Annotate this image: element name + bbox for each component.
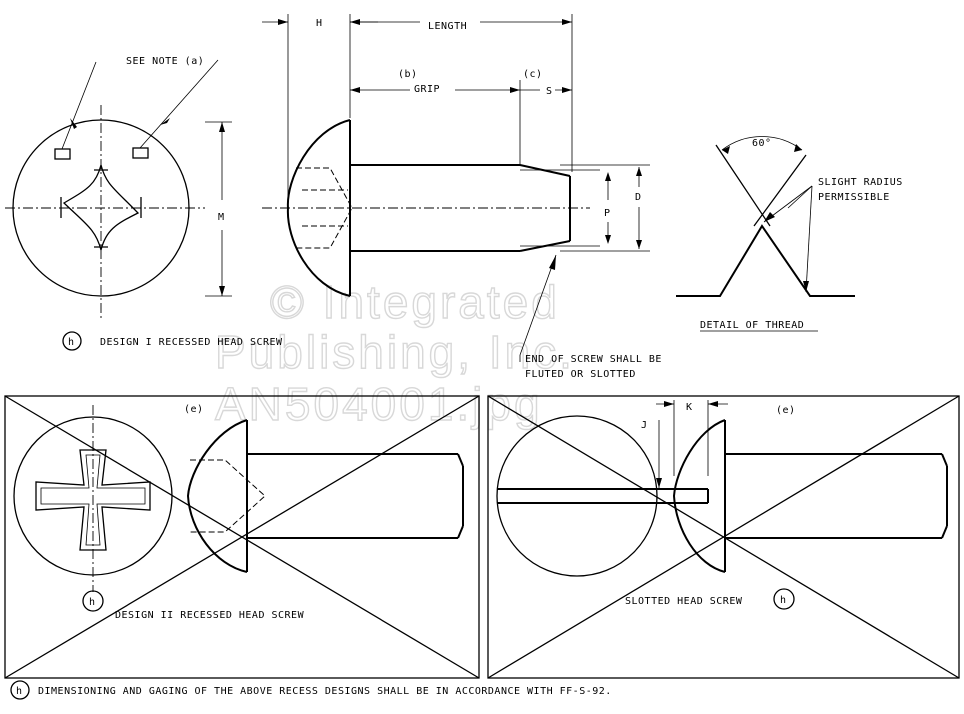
watermark: © Integrated Publishing, Inc. AN504001.j…: [214, 275, 575, 430]
slotted-label: SLOTTED HEAD SCREW: [625, 596, 743, 607]
design-i-head-view: SEE NOTE (a) M: [5, 56, 232, 320]
watermark-line-3: AN504001.jpg: [215, 378, 543, 430]
slotted-marker: (e): [776, 405, 796, 416]
design-ii-marker: (e): [184, 404, 204, 415]
thread-detail: 60° SLIGHT RADIUS PERMISSIBLE DETAIL OF …: [676, 136, 903, 332]
thread-detail-title: DETAIL OF THREAD: [700, 320, 804, 331]
design-i-note-marker: h: [68, 337, 75, 348]
thread-angle-label: 60°: [752, 138, 772, 149]
dim-s-label: S: [546, 86, 553, 97]
see-note-label: SEE NOTE (a): [126, 56, 204, 67]
dim-b-label: (b): [398, 69, 418, 80]
slotted-panel: J K (e) SLOTTED HEAD SCREW h: [487, 395, 960, 679]
footer-note: h DIMENSIONING AND GAGING OF THE ABOVE R…: [10, 680, 612, 700]
design-i-label: DESIGN I RECESSED HEAD SCREW: [100, 337, 283, 348]
dim-p-label: P: [604, 208, 611, 219]
thread-radius-line-1: SLIGHT RADIUS: [818, 177, 903, 188]
end-note-line-1: END OF SCREW SHALL BE: [525, 354, 662, 365]
dim-h-label: H: [316, 18, 323, 29]
watermark-line-2: Publishing, Inc.: [215, 326, 575, 378]
design-ii-panel: (e) h DESIGN II RECESSED HEAD SCREW: [4, 395, 480, 679]
design-ii-label: DESIGN II RECESSED HEAD SCREW: [115, 610, 305, 621]
design-ii-note-marker: h: [89, 597, 96, 608]
dim-c-label: (c): [523, 69, 543, 80]
dim-m-label: M: [218, 212, 225, 223]
slotted-note-marker: h: [780, 595, 787, 606]
thread-radius-line-2: PERMISSIBLE: [818, 192, 890, 203]
design-i-side-view: P D H LENGTH (b) GRIP (c) S END OF SCREW…: [62, 14, 662, 380]
dim-grip-label: GRIP: [414, 84, 440, 95]
footer-note-text: DIMENSIONING AND GAGING OF THE ABOVE REC…: [38, 686, 612, 697]
dim-length-label: LENGTH: [428, 21, 467, 32]
dim-d-label: D: [635, 192, 642, 203]
footer-note-marker: h: [16, 686, 23, 697]
watermark-line-1: © Integrated: [270, 276, 560, 328]
end-note-line-2: FLUTED OR SLOTTED: [525, 369, 636, 380]
dim-k-label: K: [686, 402, 693, 413]
dim-j-label: J: [641, 420, 648, 431]
